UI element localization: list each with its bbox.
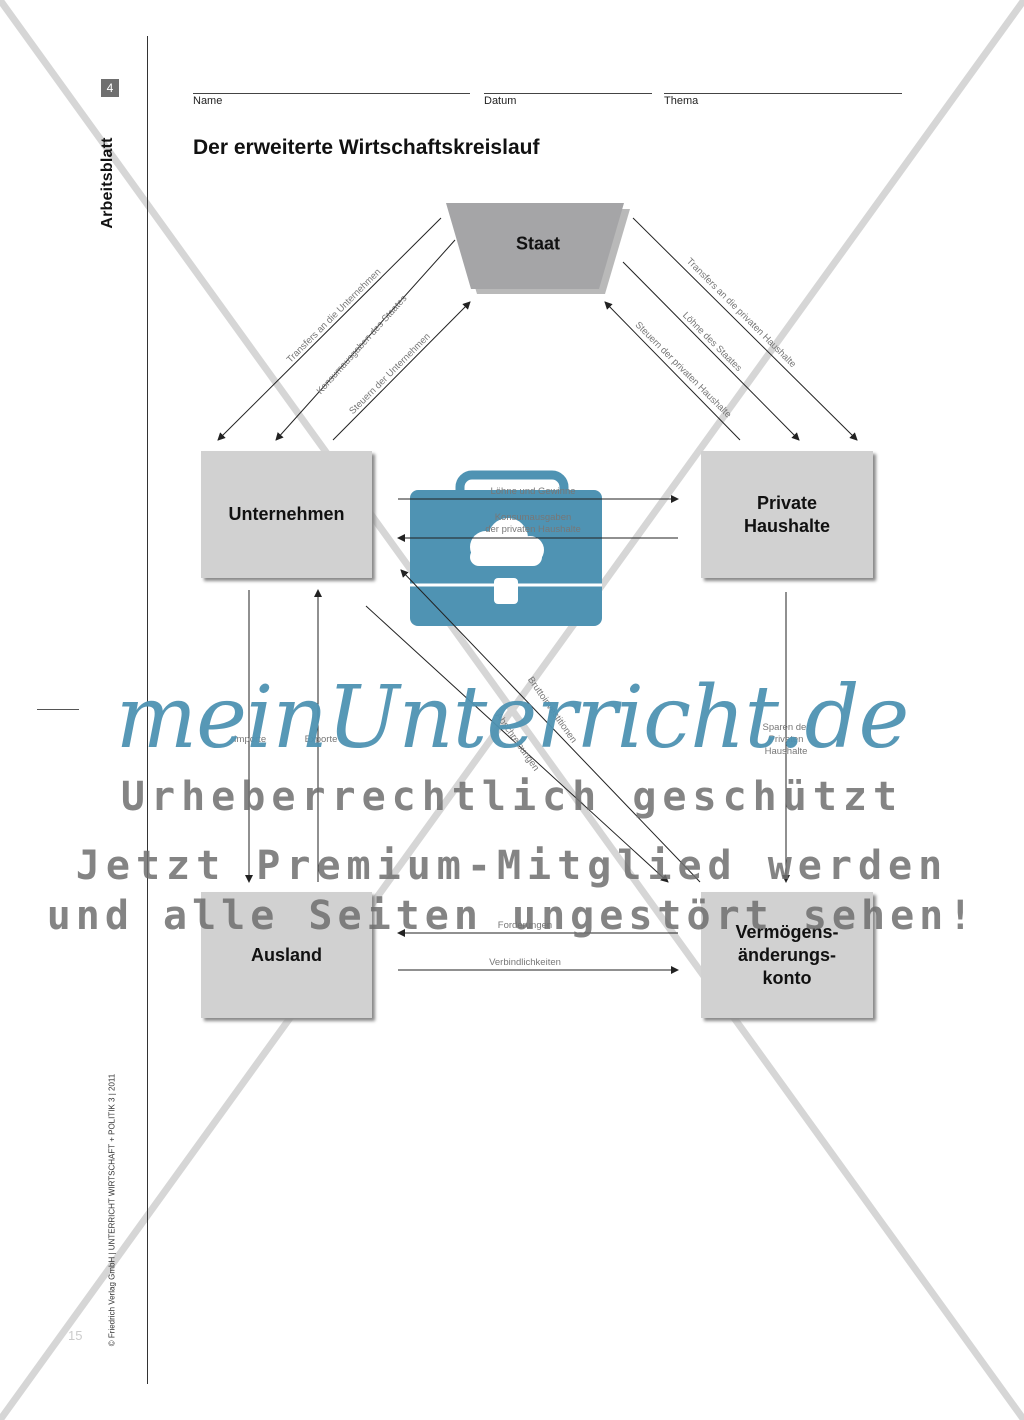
watermark-line-2: Jetzt Premium-Mitglied werden (75, 843, 949, 889)
date-field-line[interactable] (484, 93, 652, 94)
footer-page-number: 15 (68, 1328, 83, 1343)
name-label: Name (193, 95, 223, 107)
node-unternehmen: Unternehmen (201, 451, 372, 578)
date-label: Datum (484, 95, 517, 107)
node-staat: Staat (515, 233, 561, 254)
node-private-haushalte: Private Haushalte (701, 451, 873, 578)
node-vermoegen-line1: Vermögens- (735, 921, 839, 942)
topic-label: Thema (664, 95, 699, 107)
watermark-line-1: Urheberrechtlich geschützt (120, 774, 904, 820)
name-field-line[interactable] (193, 93, 470, 94)
topic-field-line[interactable] (664, 93, 902, 94)
node-haushalte-line2: Haushalte (743, 515, 831, 536)
node-unternehmen-label: Unternehmen (228, 504, 345, 524)
node-vermoegen-line3: konto (762, 967, 812, 988)
page-number-badge: 4 (101, 79, 119, 97)
flow-label-verbindlichkeiten: Verbindlichkeiten (489, 957, 561, 968)
node-vermoegensaenderungskonto: Vermögens- änderungs- konto (701, 892, 873, 1018)
margin-line (147, 36, 148, 1384)
flow-label-sparen-line2: Privaten (768, 734, 804, 745)
watermark-brand: meinUnterricht.de (115, 668, 910, 768)
flow-label-forderungen: Forderungen (497, 920, 553, 931)
flow-label-exporte: Exporte (304, 734, 338, 745)
flow-label-sparen: Sparen der Privaten Haushalte (762, 722, 809, 758)
flow-label-sparen-line1: Sparen der (762, 722, 810, 733)
flow-label-sparen-line3: Haushalte (764, 746, 808, 757)
node-staat-shape (446, 203, 630, 294)
flow-label-loehne-gewinne: Löhne und Gewinne (490, 486, 576, 497)
flow-label-importe: Importe (233, 734, 267, 745)
flow-label-konsumausgaben-line2: der privaten Haushalte (485, 524, 581, 535)
node-vermoegen-line2: änderungs- (737, 944, 836, 965)
node-ausland-label: Ausland (250, 944, 322, 965)
flow-label-konsumausgaben-line1: Konsumausgaben (494, 512, 572, 523)
node-haushalte-line1: Private (756, 492, 818, 513)
watermark-line-3: und alle Seiten ungestört sehen! (46, 893, 978, 939)
flow-label-konsumausgaben-haushalte: Konsumausgaben der privaten Haushalte (485, 512, 581, 536)
page-title: Der erweiterte Wirtschaftskreislauf (193, 136, 540, 159)
node-ausland: Ausland (201, 892, 372, 1018)
punch-mark (37, 709, 79, 710)
